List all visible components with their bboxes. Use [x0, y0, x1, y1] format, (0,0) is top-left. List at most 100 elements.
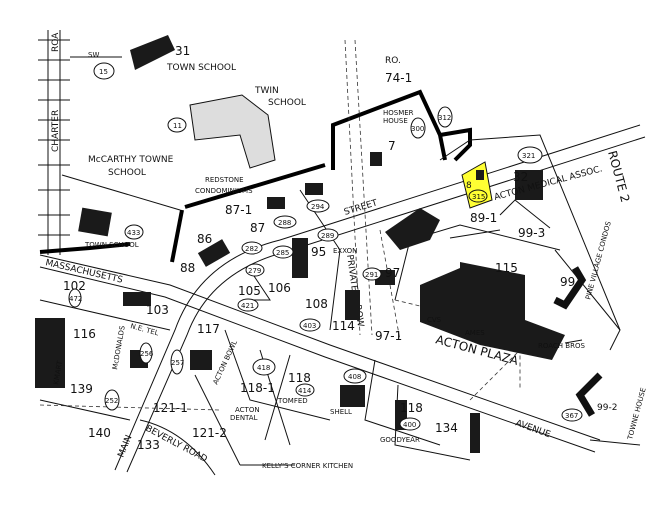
parcel-99-2: 99-2	[597, 403, 617, 413]
building-294	[305, 183, 323, 195]
address-433: 433	[127, 229, 140, 237]
label-town-school: TOWN SCHOOL	[166, 63, 236, 73]
parcel-31: 31	[175, 44, 190, 58]
label-mcdonalds: McDONALDS	[111, 325, 127, 371]
address-285: 285	[276, 249, 289, 257]
parcel-134: 134	[435, 421, 458, 435]
address-256: 256	[140, 350, 154, 358]
parcel-97: 97	[385, 266, 400, 280]
address-300: 300	[411, 125, 424, 133]
parcel-133: 133	[137, 438, 160, 452]
building-86	[197, 239, 231, 267]
parcel-99-3: 99-3	[518, 226, 545, 240]
address-282: 282	[245, 245, 258, 253]
label-shell: SHELL	[330, 408, 352, 416]
parcel-87: 87	[250, 221, 265, 235]
parcel-label-8: 8	[466, 181, 472, 191]
parcel-118-1: 118-1	[240, 381, 275, 395]
building-114	[345, 290, 360, 320]
building-medical	[515, 170, 543, 200]
address-294: 294	[311, 203, 325, 211]
parcel-103: 103	[146, 303, 169, 317]
label-rd: RO.	[385, 56, 401, 66]
building-acton-plaza	[420, 262, 565, 360]
address-472: 472	[69, 295, 82, 303]
address-15: 15	[99, 68, 108, 76]
parcel-99: 99	[560, 275, 575, 289]
parcel-140: 140	[88, 426, 111, 440]
label-goodyear: GOODYEAR	[380, 436, 420, 444]
address-257: 257	[171, 359, 184, 367]
label-hosmer: HOSMER	[383, 109, 414, 117]
address-421: 421	[241, 302, 254, 310]
address-321: 321	[522, 152, 535, 160]
building-88	[267, 197, 285, 209]
label-cvs: CVS	[427, 316, 442, 324]
label-exxon: EXXON	[333, 247, 357, 255]
building-hosmer	[370, 152, 382, 166]
address-numbers: 15 11 433 288 294 282 285 289 279 421 40…	[68, 62, 583, 431]
parcel-87-1: 87-1	[225, 203, 252, 217]
parcel-116: 116	[73, 327, 96, 341]
label-twin: TWIN	[254, 86, 279, 96]
address-289: 289	[321, 232, 334, 240]
parcel-7: 7	[388, 139, 396, 153]
parcel-106: 106	[268, 281, 291, 295]
parcel-88: 88	[180, 261, 195, 275]
highlighted-parcel[interactable]: 8 315	[461, 161, 493, 209]
parcel-121-1: 121-1	[153, 401, 188, 415]
arrows	[194, 229, 583, 466]
label-pine-village: PINE VILLAGE CONDOS	[584, 220, 613, 301]
label-medical: ACTON MEDICAL ASSOC.	[493, 164, 603, 203]
parcel-118-east: 118	[400, 401, 423, 415]
charter-road: CHARTER ROA	[38, 30, 70, 255]
label-town-school-bottom: TOWN SCHOOL	[84, 241, 139, 249]
label-mccarthy-school: SCHOOL	[108, 168, 146, 178]
building-near-street	[385, 208, 440, 250]
building-towne-house	[575, 372, 603, 417]
street-label-main: MAIN	[117, 434, 135, 459]
label-condominiums: CONDOMINIUMS	[195, 187, 253, 195]
label-roach: ROACH BROS	[538, 342, 585, 350]
building-ne-tel	[123, 292, 151, 306]
street-label-charter: CHARTER	[51, 110, 61, 152]
label-acton: ACTON	[235, 406, 260, 414]
parcel-86: 86	[197, 232, 212, 246]
address-315: 315	[472, 193, 485, 201]
parcel-32: 32	[513, 170, 528, 184]
label-redstone: REDSTONE	[205, 176, 244, 184]
parcel-114: 114	[332, 319, 355, 333]
parcel-74-1: 74-1	[385, 71, 412, 85]
parcel-105: 105	[238, 284, 261, 298]
label-tomfed: TOMFED	[277, 397, 308, 405]
street-label-private: PRIVATE	[344, 254, 359, 292]
parcel-117: 117	[197, 322, 220, 336]
address-288: 288	[278, 219, 291, 227]
building-acton-bowl	[190, 350, 212, 370]
label-house: HOUSE	[383, 117, 408, 125]
label-towne-house: TOWNE HOUSE	[626, 387, 648, 442]
building-134	[470, 413, 480, 453]
parcel-numbers: 31 74-1 7 87-1 86 87 88 95 105 106 108 1…	[63, 44, 617, 452]
parcel-139: 139	[70, 382, 93, 396]
address-291: 291	[365, 271, 378, 279]
building-town-school-bottom	[78, 207, 112, 237]
label-acton-bowl: ACTON BOWL	[212, 339, 239, 386]
building-twin-school	[189, 94, 276, 169]
street-label-avenue: AVENUE	[514, 418, 552, 440]
address-418: 418	[257, 364, 270, 372]
label-twin-school: SCHOOL	[268, 98, 306, 108]
label-ames: AMES	[465, 329, 485, 337]
address-408: 408	[348, 373, 361, 381]
route-2-label: ROUTE 2	[605, 149, 632, 204]
parcel-102: 102	[63, 279, 86, 293]
label-kellys: KELLY'S CORNER KITCHEN	[262, 462, 353, 470]
label-dental: DENTAL	[230, 414, 258, 422]
label-mccarthy: McCARTHY TOWNE	[88, 155, 174, 165]
district-boundary	[39, 89, 472, 263]
address-400: 400	[403, 421, 416, 429]
parcel-108: 108	[305, 297, 328, 311]
building-shell	[340, 385, 365, 407]
building-106	[292, 238, 308, 278]
